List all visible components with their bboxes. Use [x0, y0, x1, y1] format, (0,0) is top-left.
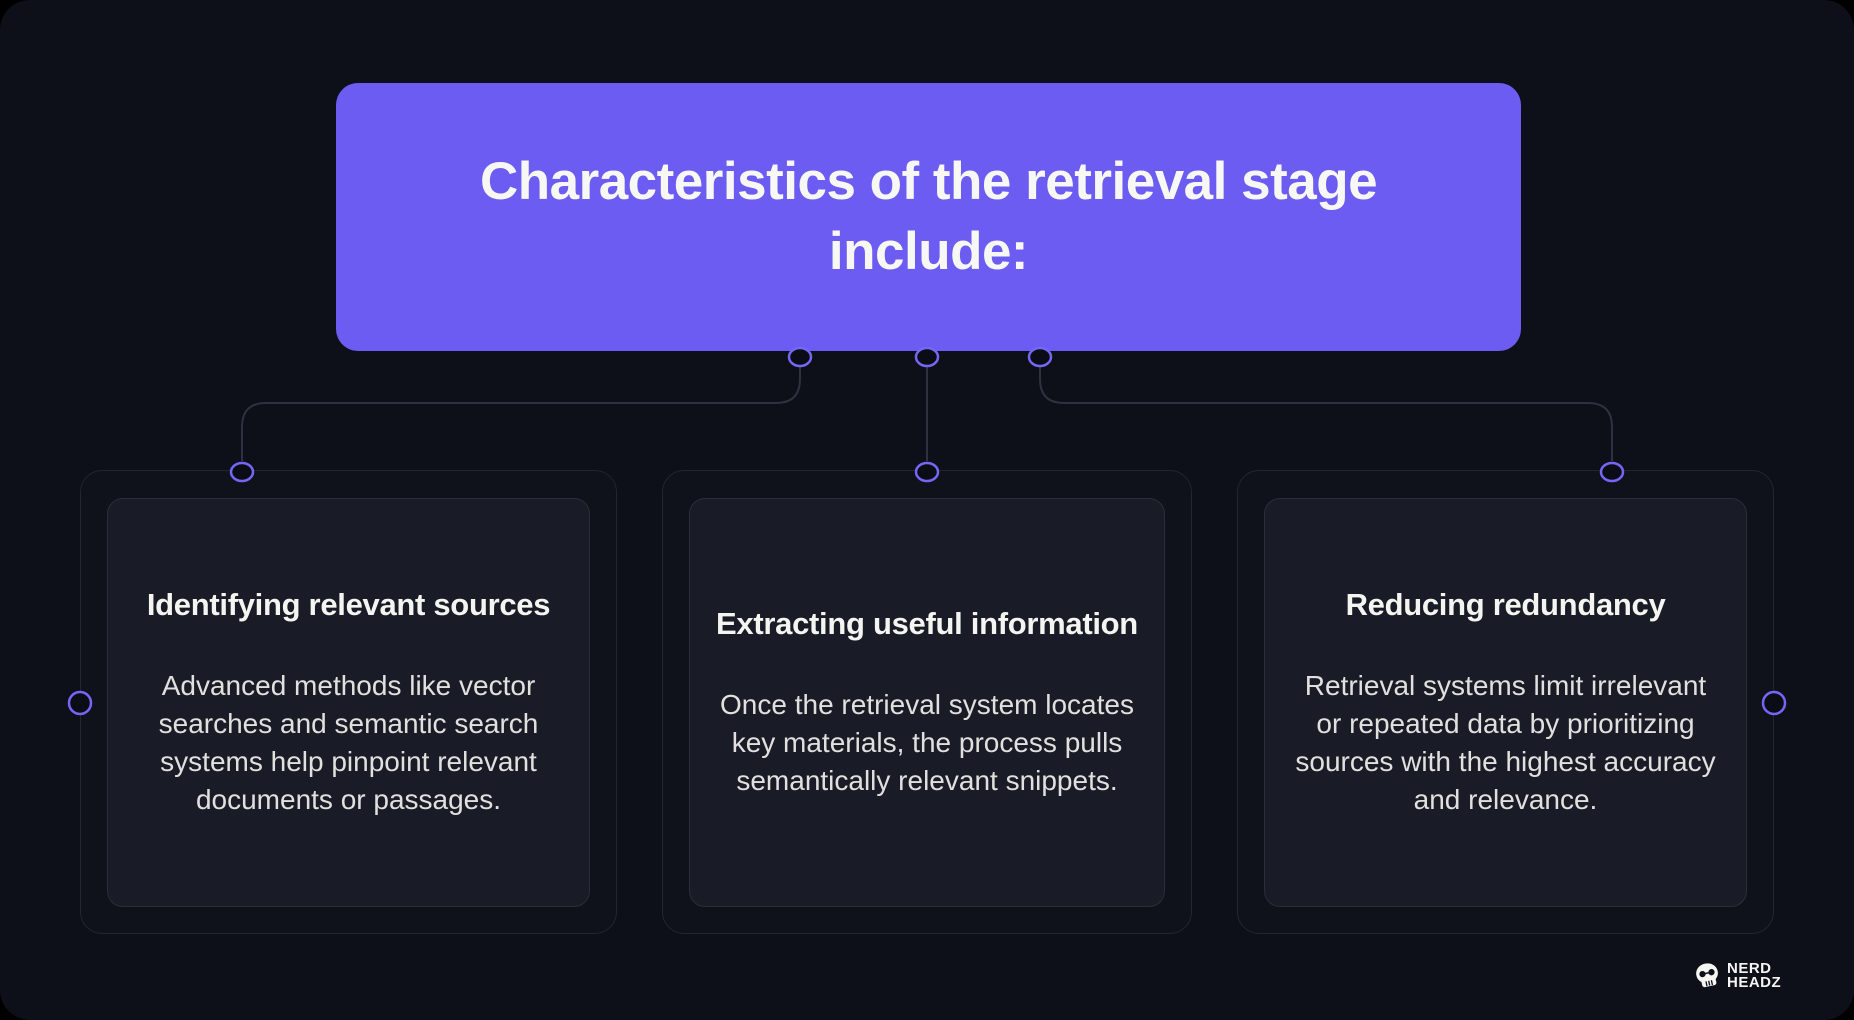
card-title: Reducing redundancy	[1345, 586, 1666, 622]
connector-line-right	[1039, 367, 1613, 461]
page-title-line-2: include:	[828, 222, 1029, 281]
nerd-skull-icon	[1696, 963, 1718, 988]
card-inner-panel: Extracting useful information Once the r…	[689, 498, 1165, 907]
card-body: Retrieval systems limit irrelevant or re…	[1295, 669, 1716, 815]
card-extracting-useful-information: Extracting useful information Once the r…	[662, 470, 1192, 934]
logo-text-line-1: NERD	[1727, 959, 1772, 977]
page-title-line-1: Characteristics of the retrieval stage	[479, 152, 1378, 211]
title-box: Characteristics of the retrieval stage i…	[336, 83, 1521, 351]
card-inner-panel: Reducing redundancy Retrieval systems li…	[1264, 498, 1747, 907]
card-title: Identifying relevant sources	[146, 586, 551, 622]
card-reducing-redundancy: Reducing redundancy Retrieval systems li…	[1237, 470, 1774, 934]
card-title: Extracting useful information	[716, 605, 1138, 641]
card-body: Advanced methods like vector searches an…	[158, 669, 539, 815]
logo-text-line-2: HEADZ	[1727, 973, 1782, 991]
card-body: Once the retrieval system locates key ma…	[720, 688, 1134, 796]
card-inner-panel: Identifying relevant sources Advanced me…	[107, 498, 590, 907]
nerdheadz-logo: NERD HEADZ	[1693, 961, 1781, 990]
connector-line-left	[241, 367, 801, 461]
card-identifying-relevant-sources: Identifying relevant sources Advanced me…	[80, 470, 617, 934]
